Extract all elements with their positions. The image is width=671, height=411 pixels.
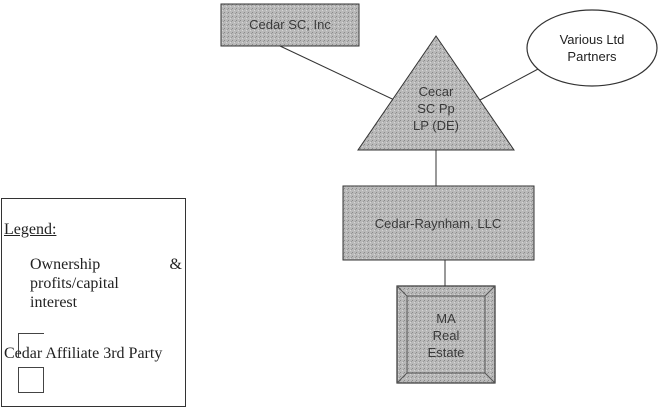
cedar-sc-inc-label: Cedar SC, Inc [249,17,331,32]
cedar-lp-label-line2: SC Pp [417,101,455,116]
connector-partners-to-lp [479,67,541,101]
bevel-corner-br [484,372,496,384]
bevel-corner-tl [396,285,408,297]
legend-ownership-line2: profits/capital [30,275,119,292]
ma-re-label-line1: MA [436,311,456,326]
cedar-raynham-label: Cedar-Raynham, LLC [375,216,501,231]
legend-affiliate-row: Cedar Affiliate 3rd Party [4,345,163,362]
cedar-lp-label-line1: Cecar [419,84,454,99]
ma-real-estate-box [396,285,496,384]
cedar-raynham-llc-box [342,185,535,261]
ma-real-estate-inner-bevel [406,295,486,374]
cedar-sc-lp-triangle [357,35,515,151]
bevel-corner-bl [396,372,408,384]
legend-ownership-line3: interest [30,294,78,311]
legend-title: Legend: [4,221,57,238]
ma-re-label-line2: Real [433,328,460,343]
bevel-corner-tr [484,285,496,297]
legend-ownership-line1: Ownership [30,256,101,273]
cedar-lp-label-line3: LP (DE) [413,118,459,133]
various-partners-label-line1: Various Ltd [560,32,625,47]
connector-inc-to-lp [279,45,406,106]
cedar-sc-inc-box [220,3,360,47]
legend-box: Legend: Ownership & profits/capital inte… [1,198,186,407]
various-ltd-partners-ellipse [526,9,658,87]
various-partners-label-line2: Partners [567,49,617,64]
ma-re-label-line3: Estate [428,345,465,360]
legend-ownership-text: Ownership & profits/capital interest [30,255,184,312]
legend-third-party-square [18,367,44,393]
legend-ownership-amp: & [169,256,182,273]
legend-affiliate-marker [18,333,44,357]
